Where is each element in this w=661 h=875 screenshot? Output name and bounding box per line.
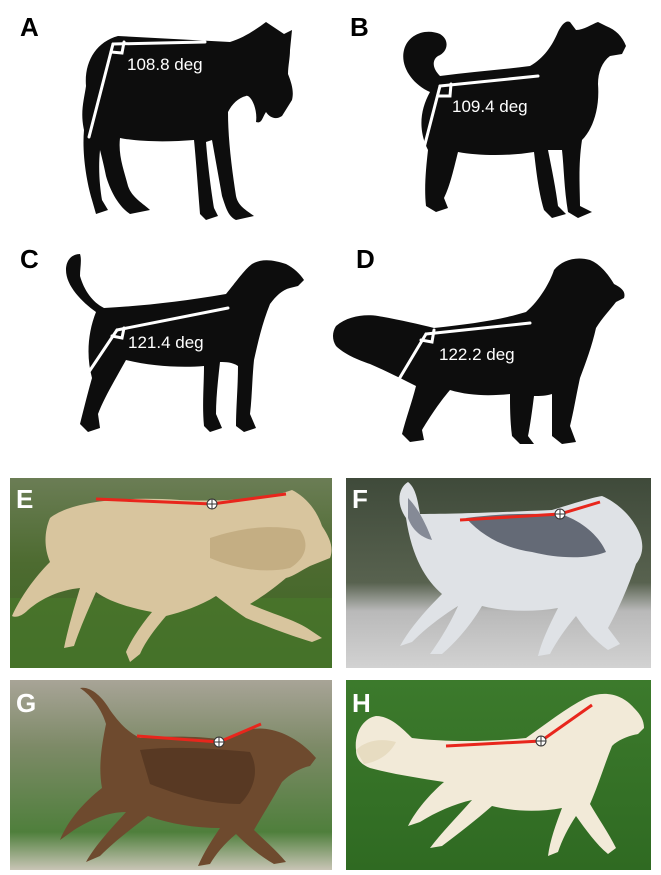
withers-marker-e (206, 498, 218, 510)
panel-a: A 108.8 deg (0, 0, 330, 230)
panel-label-e: E (16, 484, 34, 514)
photo-h: H (346, 680, 651, 870)
panel-label-h: H (352, 688, 371, 718)
wolf-silhouette (82, 22, 293, 220)
panel-label-b: B (350, 12, 369, 42)
husky-silhouette (403, 21, 626, 219)
angle-value-c: 121.4 deg (128, 333, 204, 352)
photo-f: F (346, 478, 651, 668)
retriever-body (355, 693, 644, 856)
panel-label-g: G (16, 688, 37, 718)
photo-h-scene (346, 680, 651, 870)
panel-label-c: C (20, 244, 39, 274)
photo-e: E (10, 478, 332, 668)
angle-value-d: 122.2 deg (439, 345, 515, 364)
panel-label-d: D (356, 244, 375, 274)
photo-g: G (10, 680, 332, 870)
panel-label-a: A (20, 12, 39, 42)
angle-value-b: 109.4 deg (452, 97, 528, 116)
angle-value-a: 108.8 deg (127, 55, 203, 74)
panel-c: C 121.4 deg (0, 230, 330, 465)
withers-marker-h (535, 735, 547, 747)
retriever-silhouette (333, 258, 625, 444)
withers-marker-f (554, 508, 566, 520)
panel-label-f: F (352, 484, 368, 514)
photo-f-scene (346, 478, 651, 668)
panel-b: B 109.4 deg (330, 0, 661, 230)
hound-silhouette (56, 254, 304, 432)
photo-g-scene (10, 680, 332, 870)
panel-d: D 122.2 deg (330, 230, 661, 465)
withers-marker-g (213, 736, 225, 748)
photo-e-scene (10, 478, 332, 668)
